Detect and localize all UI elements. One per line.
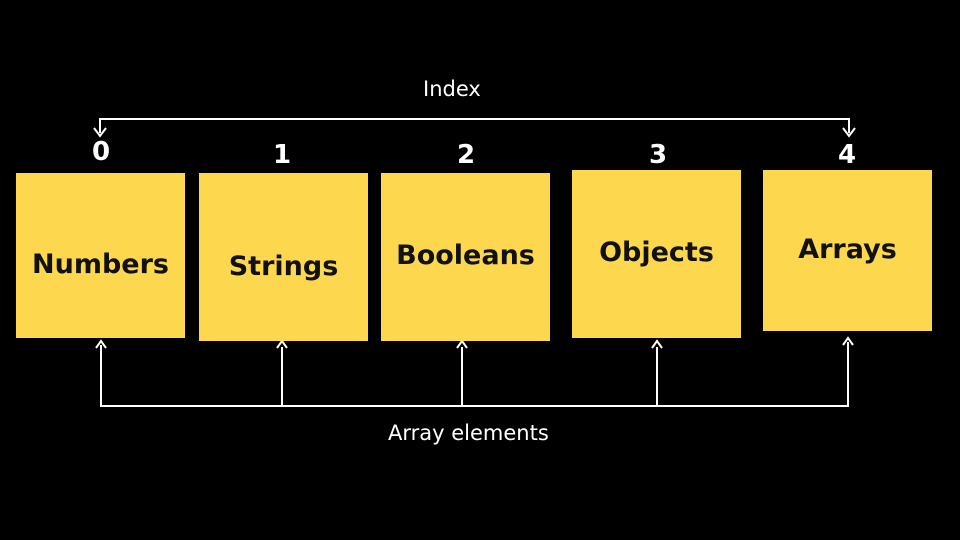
index-2: 2 xyxy=(456,140,476,170)
element-text-arrays: Arrays xyxy=(798,234,897,265)
element-cell-arrays: Arrays xyxy=(763,170,932,331)
element-cell-booleans: Booleans xyxy=(381,173,550,341)
index-1: 1 xyxy=(272,140,292,170)
element-text-strings: Strings xyxy=(228,250,339,282)
element-arrowhead-3 xyxy=(651,339,663,349)
element-arrowhead-1 xyxy=(276,339,288,349)
element-arrowhead-0 xyxy=(95,339,107,349)
element-arrowhead-2 xyxy=(456,339,468,349)
index-4: 4 xyxy=(837,140,857,170)
index-0: 0 xyxy=(91,137,111,167)
element-arrowhead-4 xyxy=(842,336,854,346)
element-text-numbers: Numbers xyxy=(32,249,169,280)
index-arrow-right xyxy=(842,127,856,138)
index-3: 3 xyxy=(648,140,668,170)
element-cell-objects: Objects xyxy=(572,170,741,338)
element-cell-strings: Strings xyxy=(199,173,368,341)
index-label: Index xyxy=(423,77,481,101)
index-bracket xyxy=(99,118,850,133)
element-text-booleans: Booleans xyxy=(396,239,535,271)
elements-label: Array elements xyxy=(388,421,549,445)
index-arrow-left xyxy=(93,127,107,138)
element-cell-numbers: Numbers xyxy=(16,173,185,338)
element-text-objects: Objects xyxy=(599,236,714,268)
elements-bracket xyxy=(100,342,849,407)
